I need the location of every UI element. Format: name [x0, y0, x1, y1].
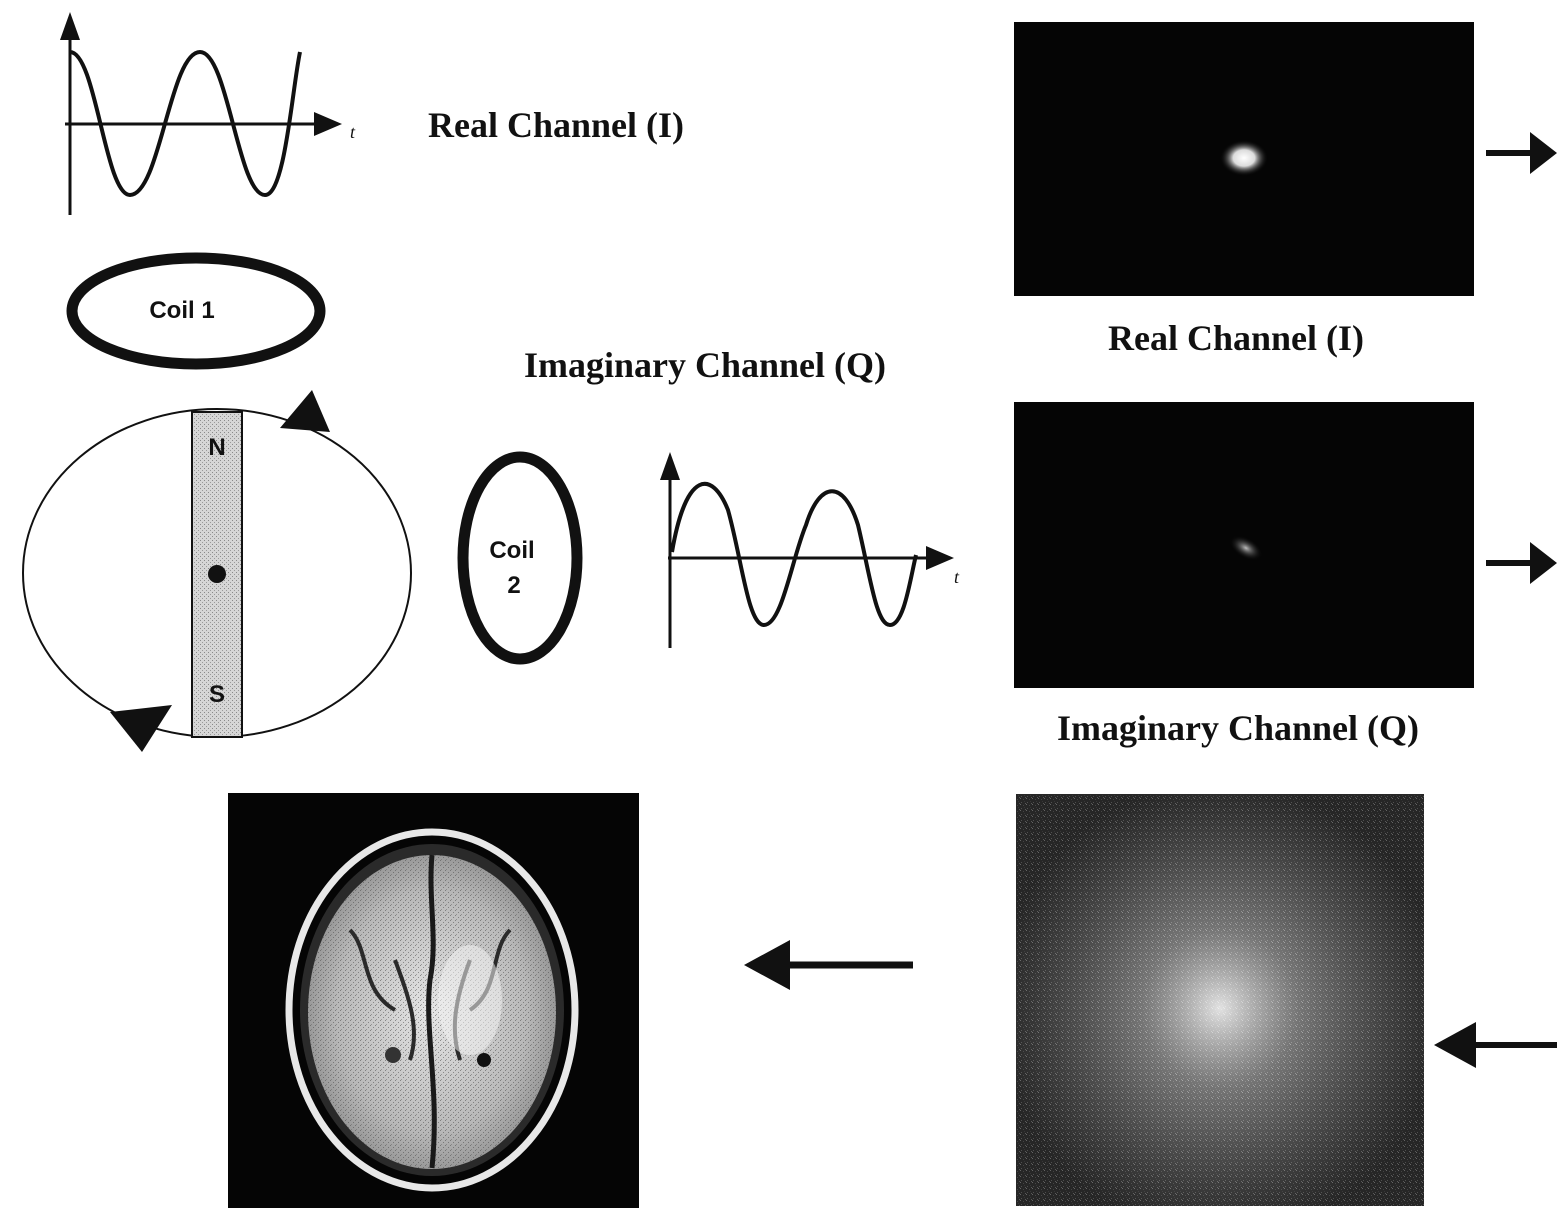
midline-fissure: [426, 854, 437, 1169]
rotating-magnet-assembly: N S: [22, 390, 412, 752]
magnet-north-label: N: [208, 434, 225, 461]
sine-waveform: [670, 481, 918, 628]
y-axis-arrow-icon: [660, 452, 680, 480]
real-channel-kspace-label: Real Channel (I): [1108, 318, 1364, 358]
imaginary-channel-kspace-panel: [1014, 402, 1557, 688]
brain-mri-image-panel: [228, 793, 639, 1208]
real-channel-signal-plot: t: [60, 12, 356, 215]
time-axis-label: t: [350, 122, 356, 142]
coil-2-label-line1: Coil: [489, 537, 534, 564]
brain-texture: [308, 855, 556, 1169]
x-axis-arrow-icon: [926, 546, 954, 570]
skull-outline: [285, 828, 579, 1192]
real-channel-kspace-panel: [1014, 22, 1557, 296]
time-axis-label: t: [954, 567, 960, 587]
magnet-south-label: S: [209, 681, 225, 708]
reconstruction-arrow-icon: [744, 940, 790, 990]
coil-1-loop: [66, 252, 326, 370]
combined-kspace-glow: [1016, 794, 1424, 1206]
dark-spot-left: [385, 1047, 401, 1063]
real-channel-signal-label: Real Channel (I): [428, 105, 684, 145]
imaginary-kspace-center-spot: [1229, 535, 1263, 561]
rotation-arrow-top-icon: [280, 390, 330, 432]
magnet-center-dot: [208, 565, 226, 583]
reconstruction-arrow: [744, 940, 913, 990]
real-output-arrow-icon: [1530, 132, 1557, 174]
imaginary-channel-signal-plot: t: [660, 452, 960, 648]
x-axis-arrow-icon: [314, 112, 342, 136]
combined-kspace-panel: [1016, 794, 1557, 1206]
dark-lesion-spot: [477, 1053, 491, 1067]
coil-2-loop: [457, 451, 583, 665]
rotation-arrow-bottom-icon: [110, 705, 172, 752]
real-kspace-center-spot: [1220, 140, 1268, 176]
y-axis-arrow-icon: [60, 12, 80, 40]
combine-input-arrow-icon: [1434, 1022, 1476, 1068]
coil-1-label: Coil 1: [149, 297, 214, 324]
imaginary-channel-signal-label: Imaginary Channel (Q): [524, 345, 886, 385]
coil-1: Coil 1: [66, 252, 326, 370]
bright-lesion-region: [438, 945, 502, 1055]
imaginary-channel-kspace-label: Imaginary Channel (Q): [1057, 708, 1419, 748]
coil-2-label-line2: 2: [507, 572, 520, 599]
imaginary-output-arrow-icon: [1530, 542, 1557, 584]
coil-2: Coil 2: [457, 451, 583, 665]
cosine-waveform: [69, 49, 302, 198]
bar-magnet: [191, 411, 243, 738]
